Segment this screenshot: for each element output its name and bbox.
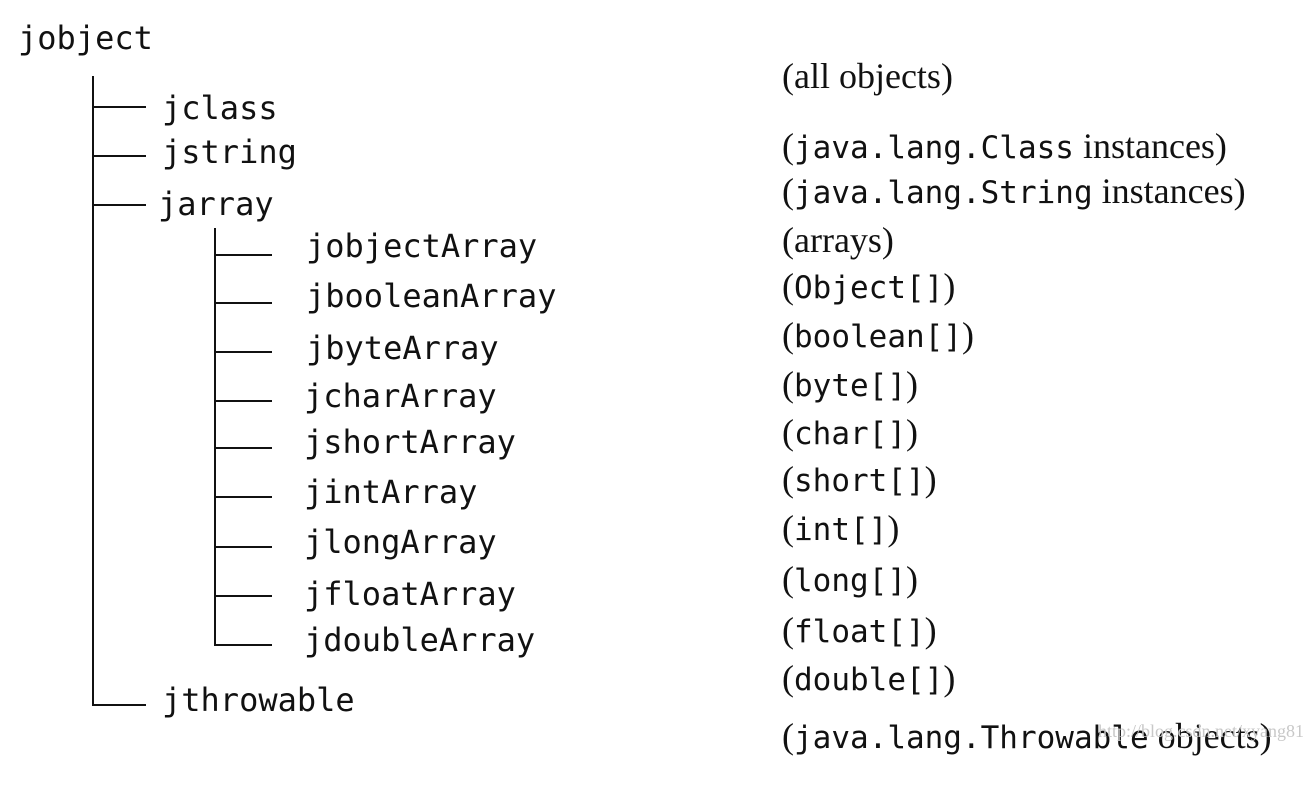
desc-jstring: (java.lang.String instances) xyxy=(746,137,1246,245)
node-jobjectArray: jobjectArray xyxy=(306,227,538,265)
branch-jdoubleArray xyxy=(214,644,272,646)
desc-jstring-code: java.lang.String xyxy=(794,175,1093,211)
node-jfloatArray: jfloatArray xyxy=(304,575,516,613)
node-jintArray: jintArray xyxy=(304,473,478,511)
branch-jshortArray xyxy=(214,447,272,449)
desc-jdoubleArray-close: ) xyxy=(943,658,956,698)
node-jshortArray: jshortArray xyxy=(304,423,516,461)
type-hierarchy-diagram: jobject (all objects) jclass jstring jar… xyxy=(18,19,1304,754)
desc-jbooleanArray-code: boolean[] xyxy=(794,319,962,355)
desc-jobject: (all objects) xyxy=(746,22,953,130)
node-jstring: jstring xyxy=(162,133,297,171)
desc-jclass-close: instances) xyxy=(1073,126,1227,166)
node-jthrowable: jthrowable xyxy=(162,681,355,719)
watermark-text: http://blog.csdn.net/xyang81 xyxy=(1098,721,1304,741)
desc-jintArray: (int[]) xyxy=(746,474,899,582)
node-jarray: jarray xyxy=(158,185,274,223)
branch-jcharArray xyxy=(214,400,272,402)
branch-jintArray xyxy=(214,496,272,498)
branch-jclass xyxy=(92,106,146,108)
desc-jintArray-code: int[] xyxy=(794,512,888,548)
desc-jdoubleArray: (double[]) xyxy=(746,624,955,732)
branch-jarray xyxy=(92,204,146,206)
desc-jfloatArray: (float[]) xyxy=(746,576,937,684)
desc-jbyteArray-code: byte[] xyxy=(794,368,906,404)
desc-jobject-text: (all objects) xyxy=(782,56,953,96)
desc-jthrowable: (java.lang.Throwable objects) xyxy=(746,682,1272,790)
desc-jfloatArray-open: ( xyxy=(782,610,794,650)
desc-jobjectArray-code: Object[] xyxy=(794,270,944,306)
desc-jbyteArray-open: ( xyxy=(782,364,794,404)
desc-jobjectArray-close: ) xyxy=(943,266,956,306)
branch-jbyteArray xyxy=(214,351,272,353)
desc-jbyteArray-close: ) xyxy=(905,364,918,404)
branch-jstring xyxy=(92,155,146,157)
desc-jstring-open: ( xyxy=(782,171,794,211)
desc-jintArray-close: ) xyxy=(887,508,900,548)
array-trunk-line xyxy=(214,228,216,646)
node-jclass: jclass xyxy=(162,89,278,127)
desc-jshortArray-close: ) xyxy=(924,459,937,499)
desc-jthrowable-close: objects) xyxy=(1148,716,1272,756)
desc-jcharArray: (char[]) xyxy=(746,378,918,486)
desc-jintArray-open: ( xyxy=(782,508,794,548)
desc-jbooleanArray-close: ) xyxy=(961,315,974,355)
desc-jarray-text: (arrays) xyxy=(782,220,894,260)
desc-jshortArray-code: short[] xyxy=(794,463,925,499)
desc-jclass-open: ( xyxy=(782,126,794,166)
desc-jfloatArray-close: ) xyxy=(924,610,937,650)
node-jbyteArray: jbyteArray xyxy=(306,329,499,367)
node-jdoubleArray: jdoubleArray xyxy=(304,621,536,659)
desc-jlongArray: (long[]) xyxy=(746,525,918,633)
desc-jthrowable-open: ( xyxy=(782,716,794,756)
branch-jthrowable xyxy=(92,704,146,706)
desc-jfloatArray-code: float[] xyxy=(794,614,925,650)
desc-jclass: (java.lang.Class instances) xyxy=(746,92,1227,200)
desc-jstring-close: instances) xyxy=(1092,171,1246,211)
desc-jbooleanArray-open: ( xyxy=(782,315,794,355)
desc-jcharArray-code: char[] xyxy=(794,416,906,452)
desc-jthrowable-code: java.lang.Throwable xyxy=(794,720,1149,756)
desc-jobjectArray: (Object[]) xyxy=(746,232,955,340)
desc-jdoubleArray-open: ( xyxy=(782,658,794,698)
branch-jfloatArray xyxy=(214,595,272,597)
desc-jbooleanArray: (boolean[]) xyxy=(746,281,974,389)
desc-jcharArray-open: ( xyxy=(782,412,794,452)
node-jcharArray: jcharArray xyxy=(304,377,497,415)
node-jbooleanArray: jbooleanArray xyxy=(306,277,557,315)
branch-jbooleanArray xyxy=(214,302,272,304)
desc-jarray: (arrays) xyxy=(746,186,894,294)
desc-jlongArray-open: ( xyxy=(782,559,794,599)
desc-jbyteArray: (byte[]) xyxy=(746,330,918,438)
branch-jlongArray xyxy=(214,546,272,548)
branch-jobjectArray xyxy=(214,254,272,256)
node-jlongArray: jlongArray xyxy=(304,523,497,561)
desc-jclass-code: java.lang.Class xyxy=(794,130,1074,166)
tree-trunk-line xyxy=(92,76,94,706)
desc-jlongArray-close: ) xyxy=(905,559,918,599)
desc-jcharArray-close: ) xyxy=(905,412,918,452)
node-jobject: jobject xyxy=(18,19,153,57)
desc-jshortArray: (short[]) xyxy=(746,425,937,533)
desc-jdoubleArray-code: double[] xyxy=(794,662,944,698)
desc-jobjectArray-open: ( xyxy=(782,266,794,306)
desc-jlongArray-code: long[] xyxy=(794,563,906,599)
desc-jshortArray-open: ( xyxy=(782,459,794,499)
